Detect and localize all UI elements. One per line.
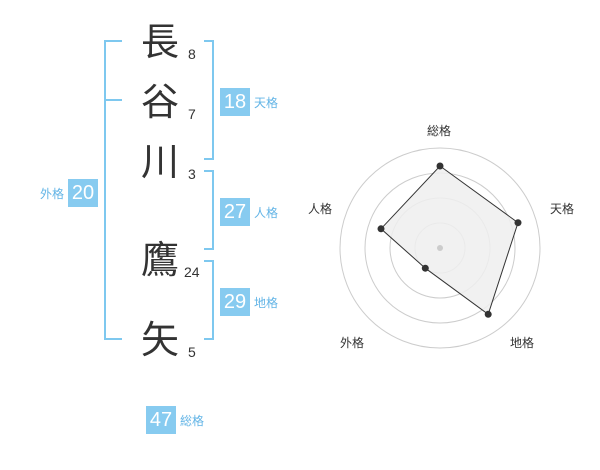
chikaku-value: 29 [220, 288, 250, 316]
radar-center-dot [437, 245, 443, 251]
chikaku-bracket-top [204, 260, 214, 262]
chikaku-label: 地格 [254, 295, 279, 310]
radar-axis-label-gaikaku: 外格 [340, 336, 365, 350]
jinkaku-label: 人格 [254, 205, 279, 220]
radar-axis-label-jinkaku: 人格 [308, 202, 333, 216]
soukaku-label: 総格 [180, 413, 205, 428]
stroke-count-4: 24 [184, 264, 200, 280]
tenkaku-bracket-top [204, 40, 214, 42]
chikaku-bracket-bottom [204, 338, 214, 340]
radar-axis-label-chikaku: 地格 [510, 336, 535, 350]
gaikaku-bracket-mid [104, 99, 122, 101]
name-char-1: 長 [140, 20, 179, 64]
name-char-3: 川 [140, 140, 179, 184]
name-char-4: 鷹 [140, 238, 179, 282]
stroke-count-1: 8 [188, 46, 196, 62]
jinkaku-bracket-top [204, 170, 214, 172]
radar-point-2 [514, 219, 522, 227]
jinkaku-value: 27 [220, 198, 250, 226]
jinkaku-badge: 27 人格 [220, 198, 278, 226]
gaikaku-bracket-line [104, 40, 106, 340]
tenkaku-label: 天格 [254, 95, 279, 110]
gaikaku-bracket-top [104, 40, 122, 42]
gaikaku-value: 20 [68, 179, 99, 207]
radar-axis-label-soukaku: 総格 [427, 124, 452, 138]
tenkaku-value: 18 [220, 88, 250, 116]
tenkaku-bracket-bottom [204, 158, 214, 160]
soukaku-badge: 47 総格 [146, 406, 204, 434]
radar-chart-svg [339, 147, 541, 349]
radar-point-1 [436, 162, 444, 170]
chikaku-badge: 29 地格 [220, 288, 278, 316]
radar-grid-ring-4 [339, 147, 541, 349]
gaikaku-label: 外格 [40, 186, 65, 201]
stroke-count-2: 7 [188, 106, 196, 122]
gaikaku-bracket-bottom [104, 338, 122, 340]
stroke-count-5: 5 [188, 344, 196, 360]
radar-chart: 総格 天格 地格 外格 人格 [300, 110, 600, 380]
jinkaku-bracket-bottom [204, 248, 214, 250]
tenkaku-badge: 18 天格 [220, 88, 278, 116]
radar-point-5 [377, 225, 385, 233]
chikaku-bracket-line [212, 260, 214, 340]
stroke-count-3: 3 [188, 166, 196, 182]
jinkaku-bracket-line [212, 170, 214, 250]
soukaku-value: 47 [146, 406, 176, 434]
radar-point-4 [421, 264, 429, 272]
name-char-5: 矢 [140, 318, 179, 362]
radar-series-polygon [380, 165, 519, 316]
tenkaku-bracket-line [212, 40, 214, 160]
name-char-2: 谷 [140, 80, 179, 124]
radar-point-3 [484, 310, 492, 318]
radar-axis-label-tenkaku: 天格 [550, 202, 575, 216]
